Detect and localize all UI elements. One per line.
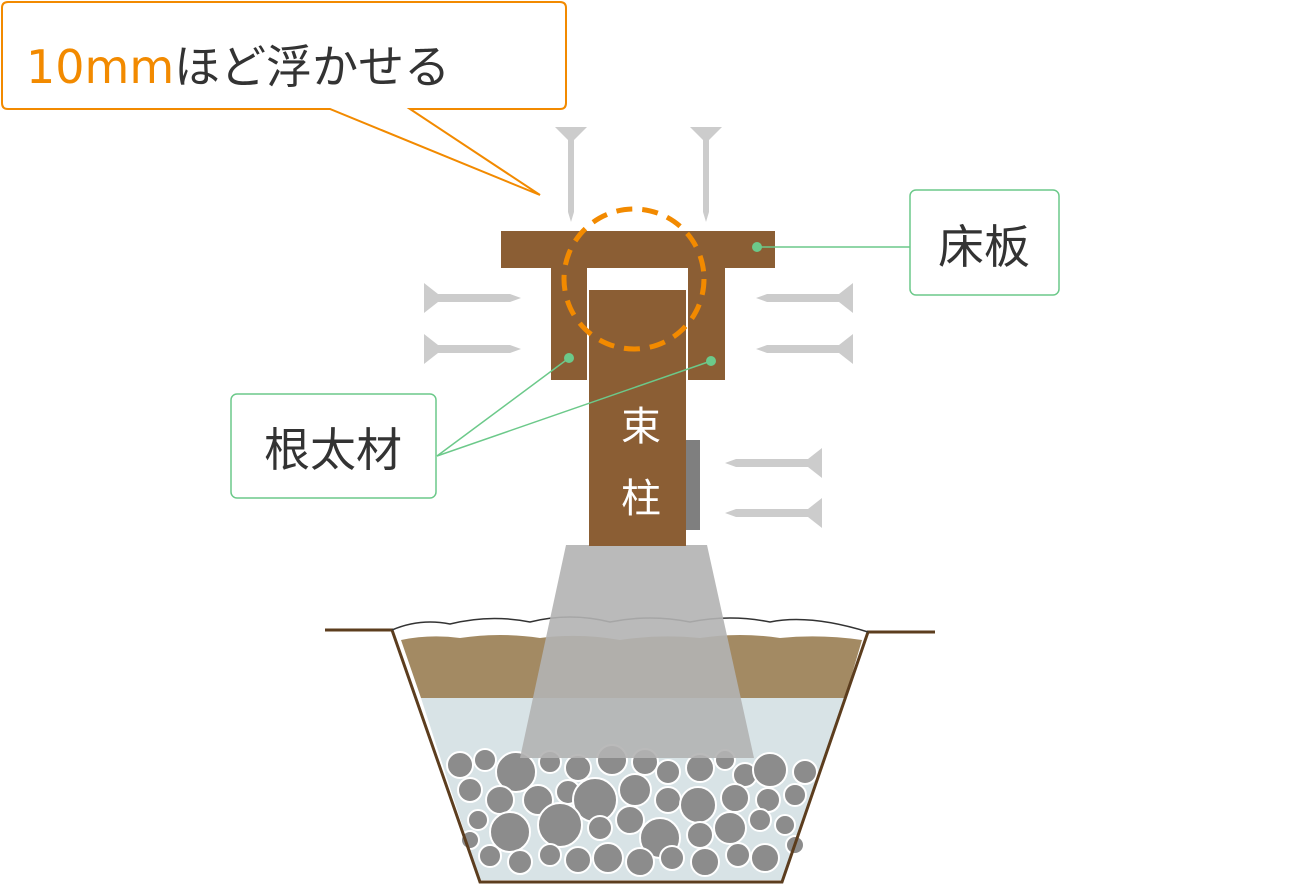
foundation-pit [325,616,935,884]
screw-icon [725,448,822,478]
gap-highlight-circle [561,206,707,352]
screw-icon [756,283,853,313]
leader-lines [436,246,910,457]
screw-icon [424,334,521,364]
callout-box: 10mmほど浮かせる [1,1,567,196]
screw-icon [725,498,822,528]
floorboard-label: 床板 [938,220,1030,274]
ground-line [325,628,935,884]
leader-dots [564,242,762,366]
gravel-stones [446,744,818,877]
callout-rest: ほど浮かせる [174,40,450,94]
callout-text: 10mmほど浮かせる [26,40,450,94]
screw-icon [424,283,521,313]
floorboard-label-box: 床板 [909,189,1060,296]
post-label-line2: 柱 [621,476,661,522]
concrete-footing [520,545,754,758]
screw-icon [756,334,853,364]
floorboard [501,231,775,268]
metal-plate [686,440,700,530]
joist-label: 根太材 [264,423,402,477]
post-label-line1: 束 [621,404,661,450]
post [589,290,686,546]
joist-label-box: 根太材 [230,393,437,499]
screw-icon [555,127,587,222]
screw-icon [690,127,722,222]
callout-highlight: 10mm [26,40,174,94]
